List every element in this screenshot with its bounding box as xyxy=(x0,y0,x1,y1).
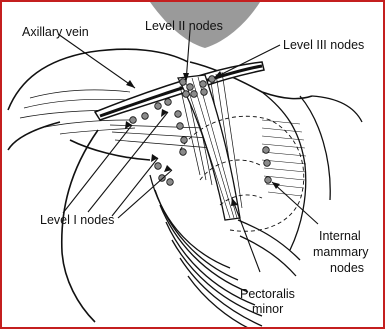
label-level-i-nodes: Level I nodes xyxy=(40,213,114,227)
label-internal-mammary-line1: Internal xyxy=(319,229,361,243)
leader-internal-mammary xyxy=(272,182,318,224)
chest-wall-outline xyxy=(262,92,362,250)
label-level-iii-nodes: Level III nodes xyxy=(283,38,364,52)
leader-pectoralis-minor xyxy=(232,198,260,272)
label-axillary-vein: Axillary vein xyxy=(22,25,89,39)
leader-level-i-d xyxy=(112,158,158,216)
breast-dashed-outline xyxy=(180,116,304,231)
label-pectoralis-line2: minor xyxy=(252,302,283,316)
label-pectoralis-line1: Pectoralis xyxy=(240,287,295,301)
sternum-texture xyxy=(262,120,306,196)
label-level-ii-nodes: Level II nodes xyxy=(145,19,223,33)
leader-axillary-vein xyxy=(58,34,135,88)
label-internal-mammary-line2: mammary xyxy=(313,245,369,259)
label-internal-mammary-line3: nodes xyxy=(330,261,364,275)
internal-mammary-nodes xyxy=(263,147,272,184)
